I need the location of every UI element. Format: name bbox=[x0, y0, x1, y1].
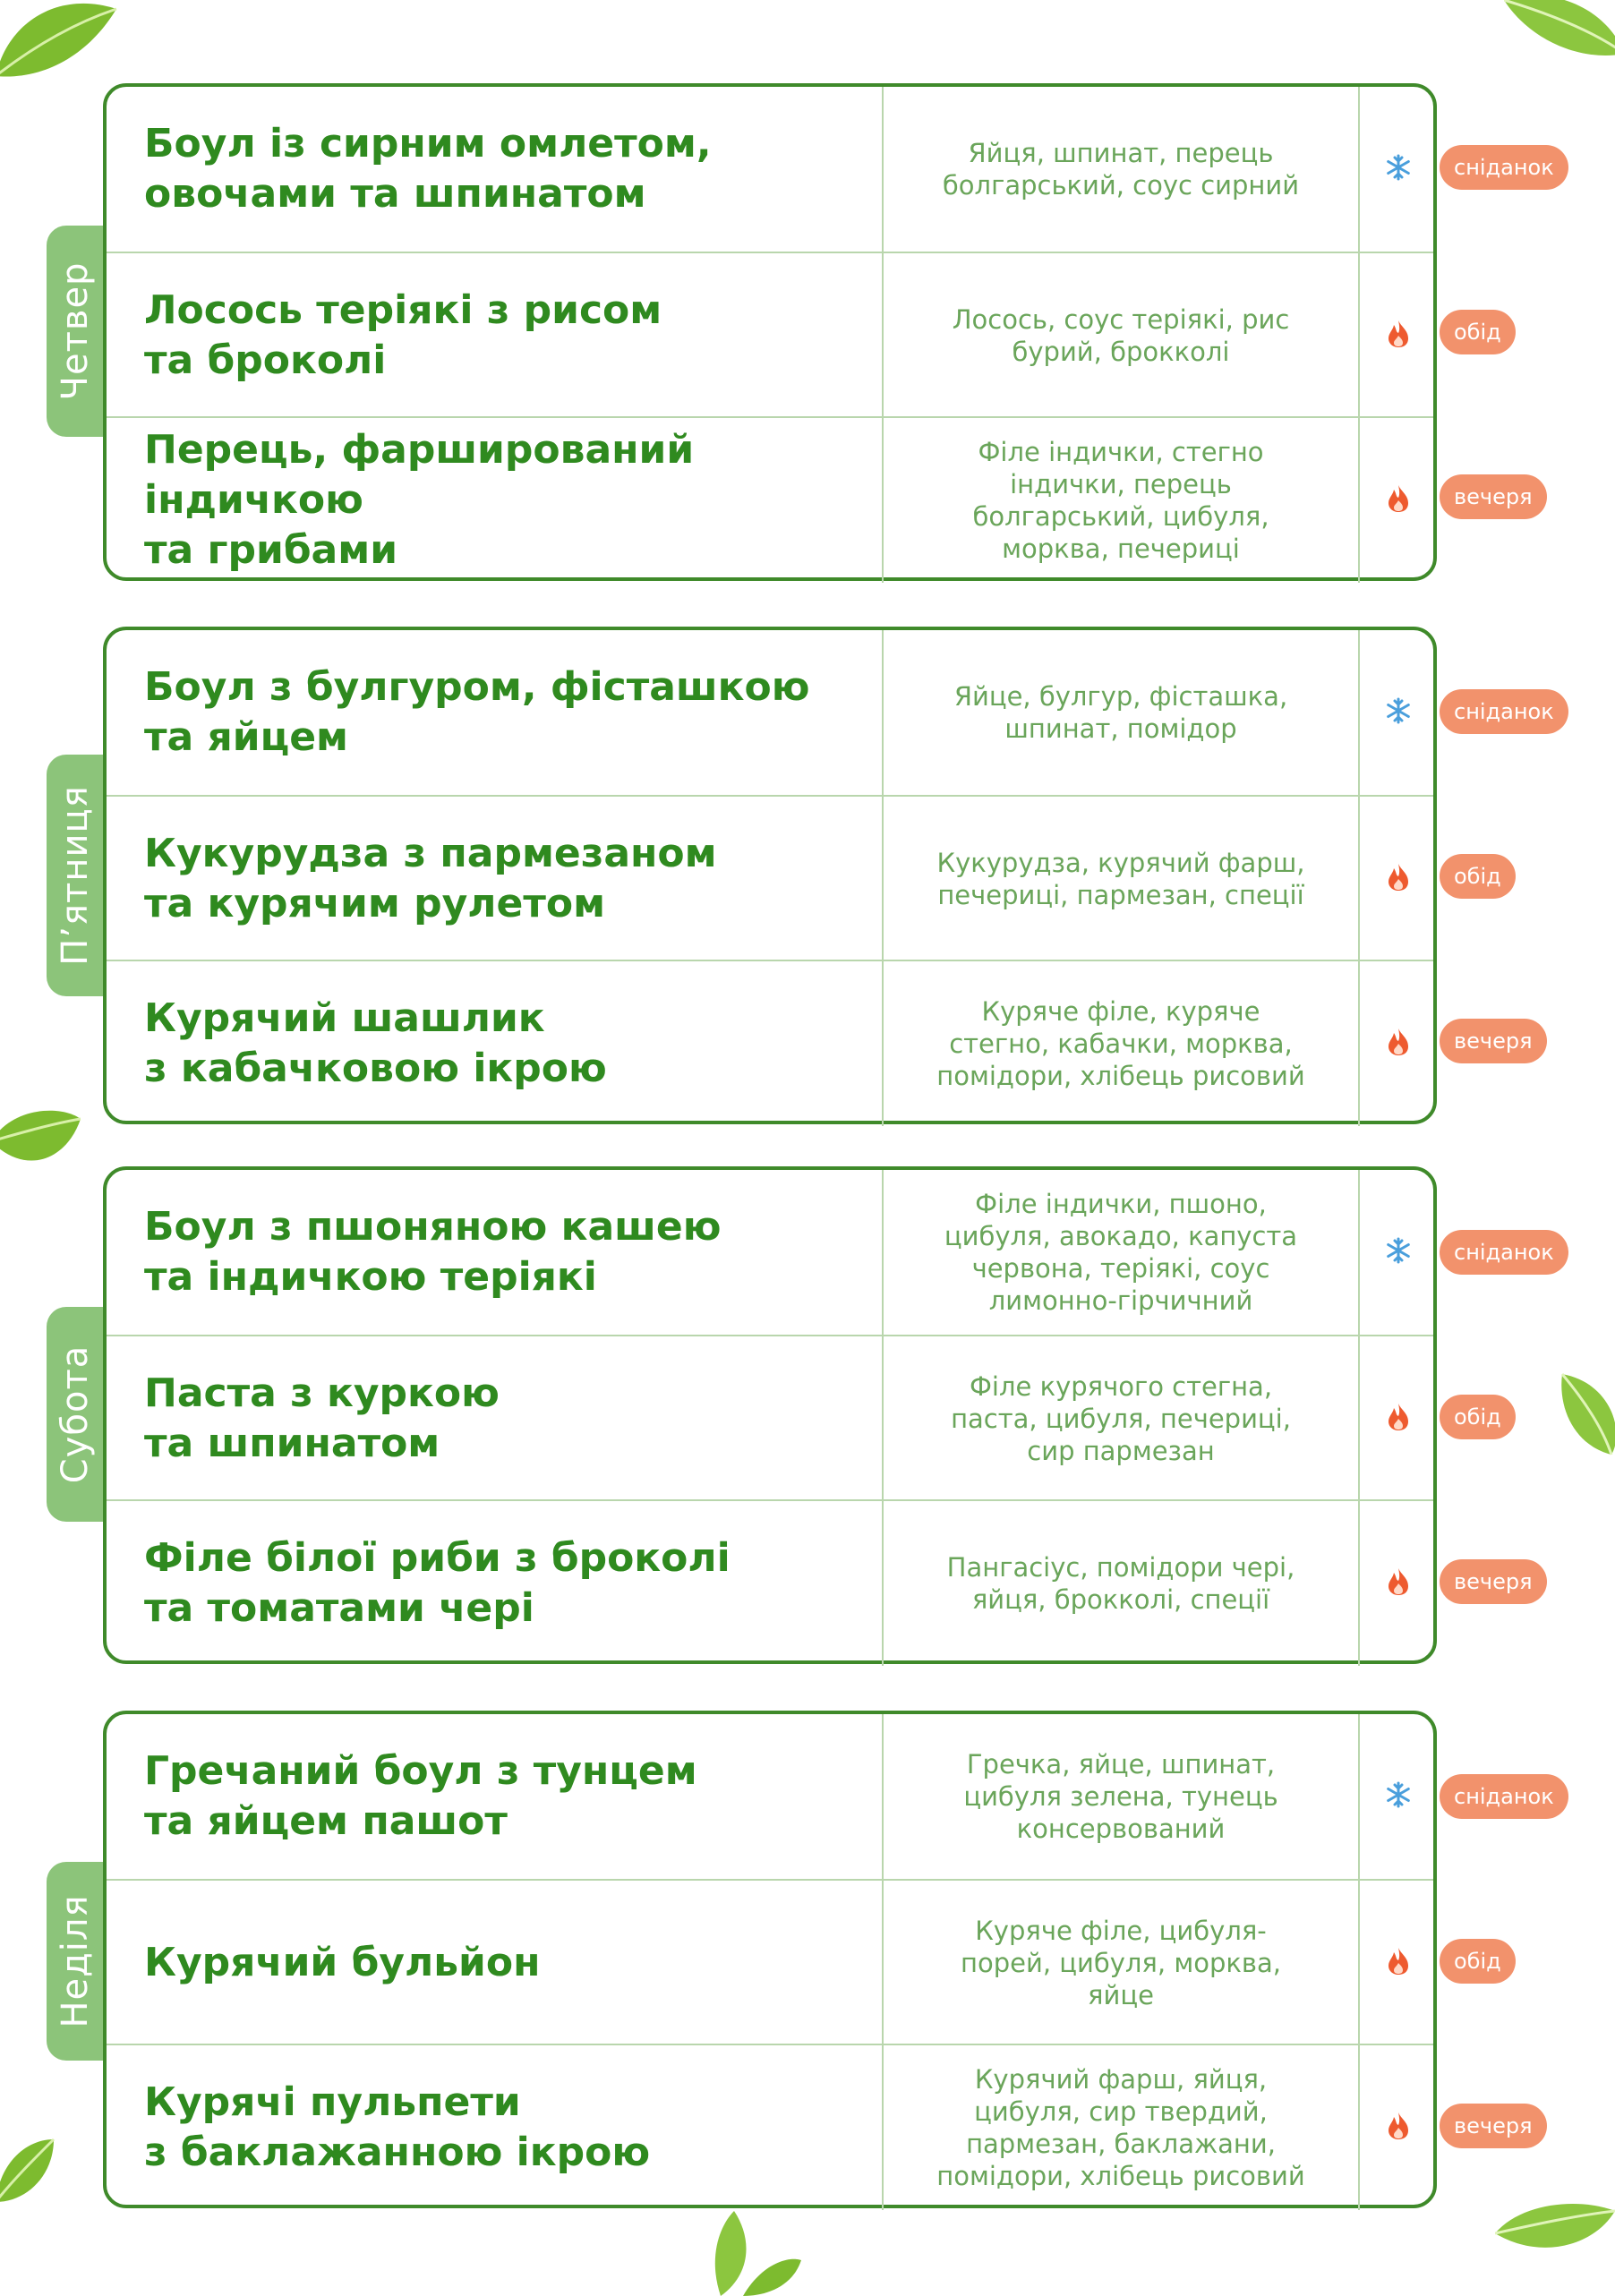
fire-icon bbox=[1387, 1028, 1410, 1060]
meal-row: Курячі пульпети з баклажанною ікрою Куря… bbox=[107, 2044, 1433, 2210]
day-label: Неділя bbox=[55, 1894, 96, 2028]
leaf-decoration bbox=[1560, 1373, 1615, 1455]
meal-row: Філе білої риби з броколі та томатами че… bbox=[107, 1499, 1433, 1666]
snowflake-icon bbox=[1385, 697, 1412, 728]
meal-tag: вечеря bbox=[1440, 1559, 1547, 1604]
ingredients: Яйце, булгур, фісташка, шпинат, помідор bbox=[953, 681, 1288, 744]
meal-tag: обід bbox=[1440, 854, 1516, 899]
meal-tag: обід bbox=[1440, 1939, 1516, 1984]
day-block: Боул з пшоняною кашею та індичкою теріяк… bbox=[103, 1166, 1437, 1666]
meal-tag: вечеря bbox=[1440, 2104, 1547, 2148]
ingredients: Куряче філе, цибуля- порей, цибуля, морк… bbox=[961, 1916, 1281, 2010]
day-tab: Неділя bbox=[47, 1862, 104, 2061]
meal-tag: сніданок bbox=[1440, 145, 1568, 190]
dish-name: Курячий шашлик з кабачковою ікрою bbox=[144, 995, 607, 1091]
leaf-decoration bbox=[0, 3, 117, 77]
leaf-decoration bbox=[1495, 2204, 1615, 2248]
leaf-decoration bbox=[0, 2138, 56, 2202]
dish-name: Кукурудза з пармезаном та курячим рулето… bbox=[144, 831, 717, 926]
dish-name: Курячі пульпети з баклажанною ікрою bbox=[144, 2079, 651, 2175]
dish-name: Боул з пшоняною кашею та індичкою теріяк… bbox=[144, 1204, 722, 1300]
fire-icon bbox=[1387, 2112, 1410, 2144]
dish-name: Лосось теріякі з рисом та броколі bbox=[144, 287, 662, 383]
meal-row: Кукурудза з пармезаном та курячим рулето… bbox=[107, 795, 1433, 961]
meal-row: Гречаний боул з тунцем та яйцем пашот Гр… bbox=[107, 1714, 1433, 1879]
meal-tag: вечеря bbox=[1440, 474, 1547, 519]
meal-tag: вечеря bbox=[1440, 1019, 1547, 1063]
day-tab: Четвер bbox=[47, 226, 104, 437]
day-label: Четвер bbox=[55, 261, 96, 401]
meal-row: Боул із сирним омлетом, овочами та шпина… bbox=[107, 87, 1433, 252]
dish-name: Філе білої риби з броколі та томатами че… bbox=[144, 1535, 731, 1631]
fire-icon bbox=[1387, 1567, 1410, 1600]
day-label: Субота bbox=[55, 1344, 96, 1484]
ingredients: Куряче філе, куряче стегно, кабачки, мор… bbox=[936, 996, 1305, 1091]
day-label: П’ятниця bbox=[55, 785, 96, 966]
meal-tag: обід bbox=[1440, 310, 1516, 354]
meal-row: Боул з пшоняною кашею та індичкою теріяк… bbox=[107, 1170, 1433, 1335]
meal-row: Лосось теріякі з рисом та броколі Лосось… bbox=[107, 252, 1433, 418]
day-tab: П’ятниця bbox=[47, 755, 104, 996]
meal-row: Паста з куркою та шпинатом Філе курячого… bbox=[107, 1335, 1433, 1501]
ingredients: Лосось, соус теріякі, рис бурий, броккол… bbox=[952, 304, 1290, 367]
meal-row: Курячий бульйон Куряче філе, цибуля- пор… bbox=[107, 1879, 1433, 2045]
snowflake-icon bbox=[1385, 154, 1412, 184]
ingredients: Яйця, шпинат, перець болгарський, соус с… bbox=[942, 138, 1300, 201]
dish-name: Боул з булгуром, фісташкою та яйцем bbox=[144, 664, 810, 760]
leaf-decoration bbox=[0, 1110, 81, 1161]
fire-icon bbox=[1387, 863, 1410, 895]
ingredients: Пангасіус, помідори чері, яйця, брокколі… bbox=[946, 1552, 1295, 1615]
ingredients: Філе індички, пшоно, цибуля, авокадо, ка… bbox=[944, 1189, 1298, 1316]
leaf-decoration bbox=[1504, 0, 1615, 55]
fire-icon bbox=[1387, 1947, 1410, 1979]
dish-name: Паста з куркою та шпинатом bbox=[144, 1370, 500, 1466]
ingredients: Курячий фарш, яйця, цибуля, сир твердий,… bbox=[936, 2064, 1305, 2191]
fire-icon bbox=[1387, 484, 1410, 516]
dish-name: Перець, фаршировaний індичкою та грибами bbox=[144, 427, 695, 573]
fire-icon bbox=[1387, 1403, 1410, 1435]
day-block: Боул із сирним омлетом, овочами та шпина… bbox=[103, 83, 1437, 583]
meal-row: Курячий шашлик з кабачковою ікрою Куряче… bbox=[107, 960, 1433, 1126]
snowflake-icon bbox=[1385, 1781, 1412, 1812]
dish-name: Боул із сирним омлетом, овочами та шпина… bbox=[144, 121, 712, 217]
day-tab: Субота bbox=[47, 1307, 104, 1522]
meal-tag: обід bbox=[1440, 1395, 1516, 1439]
meal-row: Перець, фаршировaний індичкою та грибами… bbox=[107, 416, 1433, 583]
day-block: Боул з булгуром, фісташкою та яйцем Яйце… bbox=[103, 627, 1437, 1126]
meal-row: Боул з булгуром, фісташкою та яйцем Яйце… bbox=[107, 630, 1433, 795]
dish-name: Курячий бульйон bbox=[144, 1940, 541, 1985]
ingredients: Філе курячого стегна, паста, цибуля, печ… bbox=[951, 1371, 1291, 1466]
meal-tag: сніданок bbox=[1440, 1774, 1568, 1819]
ingredients: Кукурудза, курячий фарш, печериці, парме… bbox=[936, 848, 1305, 910]
leaf-decoration bbox=[714, 2211, 801, 2296]
snowflake-icon bbox=[1385, 1237, 1412, 1267]
dish-name: Гречаний боул з тунцем та яйцем пашот bbox=[144, 1748, 697, 1844]
ingredients: Гречка, яйце, шпинат, цибуля зелена, тун… bbox=[963, 1749, 1278, 1844]
day-block: Гречаний боул з тунцем та яйцем пашот Гр… bbox=[103, 1711, 1437, 2210]
ingredients: Філе індички, стегно індички, перець бол… bbox=[972, 437, 1269, 564]
meal-tag: сніданок bbox=[1440, 689, 1568, 734]
meal-tag: сніданок bbox=[1440, 1230, 1568, 1275]
fire-icon bbox=[1387, 320, 1410, 352]
